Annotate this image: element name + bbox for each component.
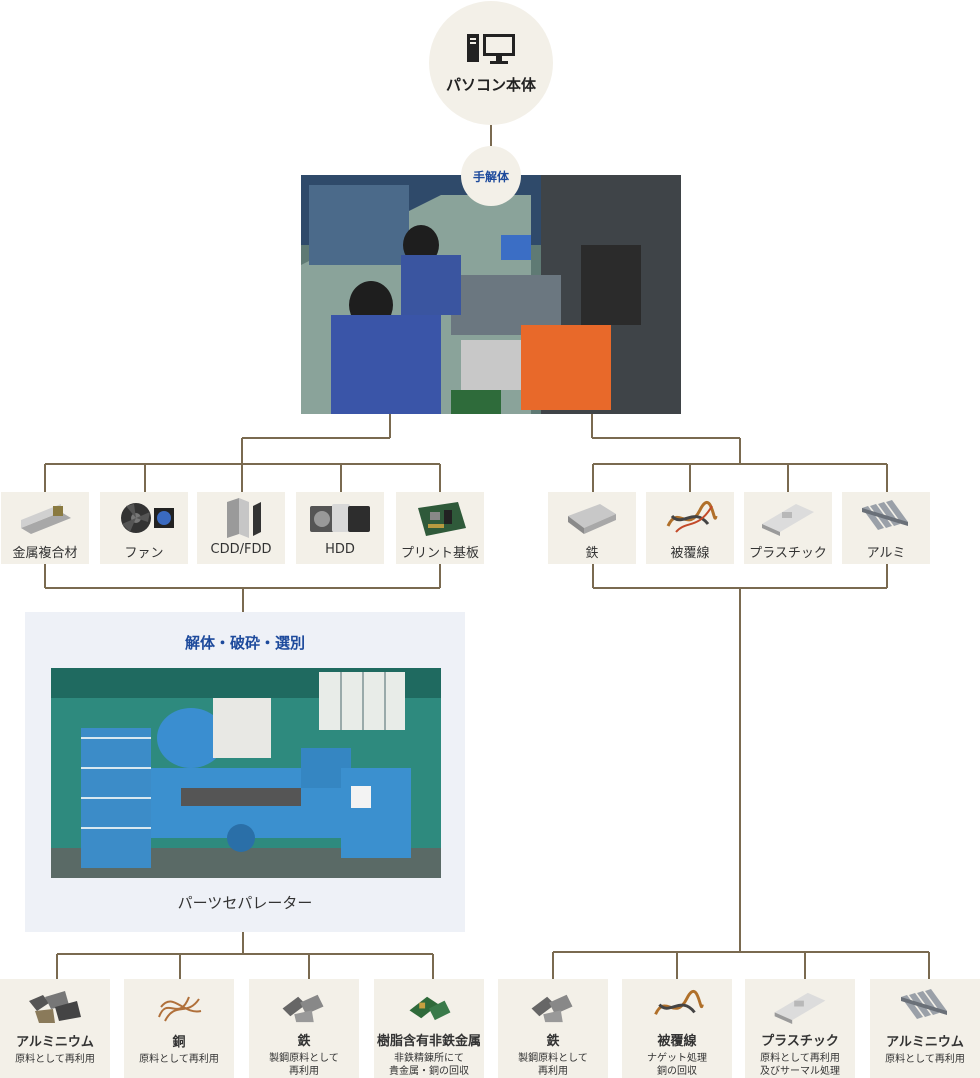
manual-disassembly-label: 手解体	[472, 169, 509, 184]
disk-drive-icon	[227, 498, 261, 538]
category-hdd: HDD	[296, 492, 384, 564]
output-title: 被覆線	[657, 1034, 697, 1049]
category-label: 金属複合材	[12, 546, 78, 561]
hdd-icon	[310, 504, 370, 532]
output-note: 原料として再利用	[885, 1054, 965, 1065]
category-label: アルミ	[866, 546, 906, 561]
output-note: 非鉄精錬所にて 貴金属・銅の回収	[389, 1053, 469, 1077]
output-title: 鉄	[546, 1034, 560, 1049]
metal-composite-icon	[21, 504, 71, 534]
output-plastic: プラスチック 原料として再利用 及びサーマル処理	[745, 979, 855, 1078]
root-node-label: パソコン本体	[445, 75, 536, 94]
iron-scrap-icon	[282, 994, 324, 1023]
output-iron-left: 鉄 製鋼原料として 再利用	[249, 979, 359, 1078]
manual-disassembly-photo	[301, 175, 681, 414]
root-node-pc: パソコン本体	[429, 1, 553, 125]
output-title: 樹脂含有非鉄金属	[376, 1034, 481, 1049]
output-iron-right: 鉄 製鋼原料として 再利用	[498, 979, 608, 1078]
plastic-icon	[762, 504, 814, 536]
output-coated-wire: 被覆線 ナゲット処理 銅の回収	[622, 979, 732, 1078]
copper-scrap-icon	[158, 996, 202, 1022]
category-label: プリント基板	[400, 546, 479, 561]
fan-icon	[121, 503, 174, 533]
output-note: ナゲット処理 銅の回収	[647, 1053, 707, 1077]
category-label: プラスチック	[749, 546, 827, 561]
output-aluminum-left: アルミニウム 原料として再利用	[0, 979, 110, 1078]
iron-icon	[568, 504, 616, 534]
output-note: 製鋼原料として 再利用	[269, 1053, 339, 1077]
category-cdd-fdd: CDD/FDD	[197, 492, 285, 564]
coated-wire-icon	[666, 501, 718, 533]
output-note: 製鋼原料として 再利用	[518, 1053, 588, 1077]
category-circuit-board: プリント基板	[396, 492, 484, 564]
manual-disassembly-node: 手解体	[461, 146, 521, 206]
iron-scrap-icon	[531, 994, 573, 1023]
category-label: CDD/FDD	[210, 542, 272, 557]
category-coated-wire: 被覆線	[646, 492, 734, 564]
category-plastic: プラスチック	[744, 492, 832, 564]
output-copper: 銅 原料として再利用	[124, 979, 234, 1078]
separator-caption: パーツセパレーター	[177, 894, 313, 912]
resin-nonferrous-icon	[409, 996, 451, 1021]
output-title: 銅	[172, 1035, 186, 1050]
category-iron: 鉄	[548, 492, 636, 564]
output-title: 鉄	[297, 1034, 311, 1049]
desktop-pc-icon	[467, 33, 515, 64]
output-title: プラスチック	[761, 1034, 839, 1049]
category-aluminum: アルミ	[842, 492, 930, 564]
aluminum-scrap-icon	[29, 991, 81, 1023]
output-aluminum-right: アルミニウム 原料として再利用	[870, 979, 980, 1078]
category-label: 鉄	[585, 546, 599, 561]
aluminum-icon	[862, 500, 908, 530]
category-label: HDD	[325, 542, 355, 557]
output-note: 原料として再利用	[139, 1054, 219, 1065]
output-note: 原料として再利用	[15, 1054, 95, 1065]
category-metal-composite: 金属複合材	[1, 492, 89, 564]
output-title: アルミニウム	[886, 1035, 964, 1050]
circuit-board-icon	[418, 502, 466, 536]
aluminum-icon	[901, 989, 947, 1019]
category-label: ファン	[124, 546, 164, 561]
output-title: アルミニウム	[16, 1035, 94, 1050]
separation-panel: 解体・破砕・選別	[25, 612, 465, 932]
separation-title: 解体・破砕・選別	[184, 634, 305, 652]
category-fan: ファン	[100, 492, 188, 564]
plastic-icon	[774, 992, 826, 1025]
parts-separator-machine-photo	[51, 668, 441, 878]
output-note: 原料として再利用 及びサーマル処理	[760, 1053, 840, 1077]
output-resin-nonferrous: 樹脂含有非鉄金属 非鉄精錬所にて 貴金属・銅の回収	[374, 979, 484, 1078]
coated-wire-icon	[654, 989, 704, 1015]
category-label: 被覆線	[670, 546, 710, 561]
